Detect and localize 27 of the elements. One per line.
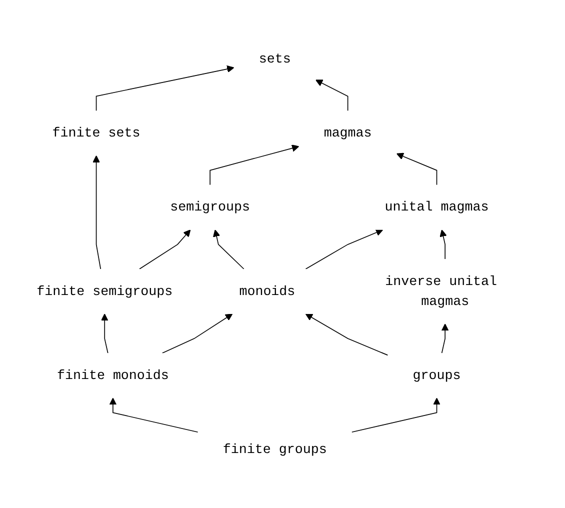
arrow bbox=[109, 397, 198, 432]
arrow bbox=[305, 228, 384, 269]
arrow bbox=[396, 152, 438, 185]
node-text: sets bbox=[258, 51, 291, 66]
arrow bbox=[316, 79, 348, 111]
hierarchy-diagram: sets finite sets magmas semigroups unital magmas finite semigroups monoids inverse unital magmas finite monoids groups finite groups bbox=[5, 30, 560, 478]
arrow bbox=[139, 229, 191, 269]
node-text: groups bbox=[412, 368, 461, 383]
node-text: unital magmas bbox=[384, 199, 489, 214]
arrow bbox=[212, 229, 244, 269]
node-text: inverse unital magmas bbox=[385, 274, 498, 309]
node-text: finite semigroups bbox=[36, 284, 173, 299]
arrow bbox=[100, 313, 108, 354]
node-text: magmas bbox=[324, 125, 372, 140]
node-text: finite groups bbox=[222, 442, 327, 457]
arrow bbox=[210, 144, 300, 185]
node-text: monoids bbox=[239, 284, 296, 299]
node-text: finite monoids bbox=[56, 368, 169, 383]
arrow bbox=[96, 64, 234, 111]
node-text: semigroups bbox=[170, 199, 250, 214]
node-text: finite sets bbox=[52, 125, 140, 140]
arrow bbox=[305, 313, 388, 356]
arrow bbox=[440, 229, 447, 259]
arrow bbox=[162, 313, 233, 354]
arrow bbox=[441, 323, 449, 354]
arrow bbox=[92, 154, 102, 269]
arrow bbox=[351, 397, 440, 432]
